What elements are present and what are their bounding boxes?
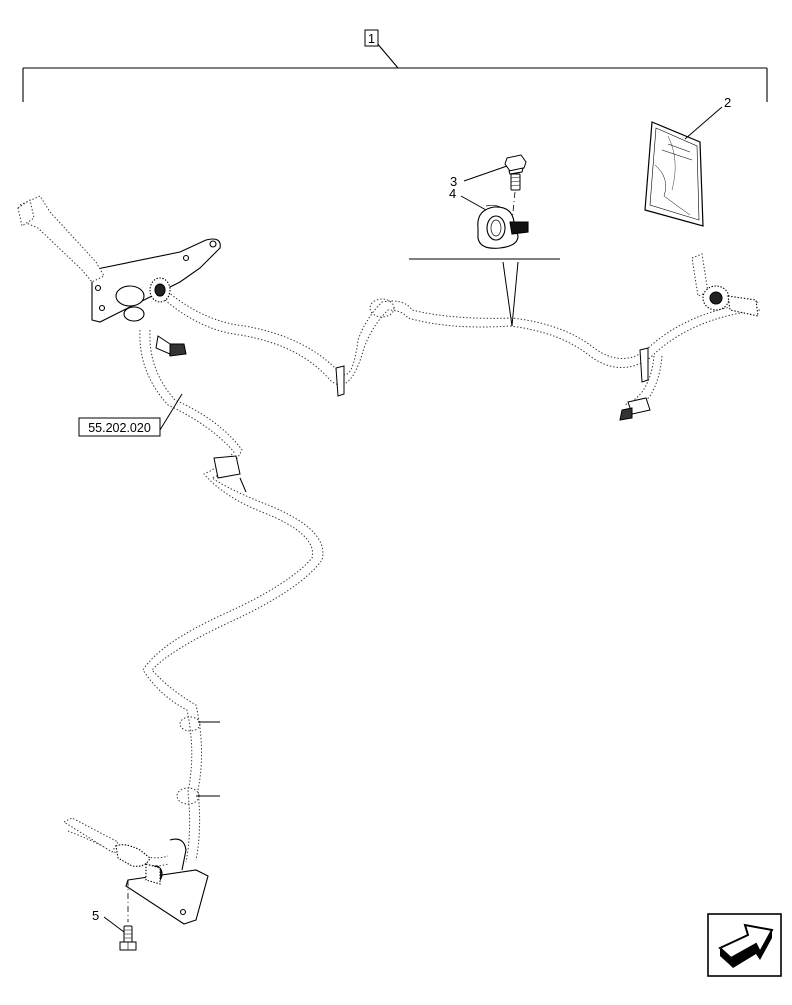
- callout-1: 1: [368, 31, 375, 46]
- assembly-bracket: [22, 41, 768, 102]
- left-sensor-plug: [155, 335, 187, 357]
- harness-tie-clips: [196, 347, 649, 797]
- right-elbow-connector: [691, 253, 709, 297]
- callout-4: 4: [449, 186, 456, 201]
- operator-manual-icon: [644, 121, 704, 227]
- wiring-harness: [65, 291, 761, 867]
- pointer-leader: [409, 258, 560, 327]
- reference-label: 55.202.020: [88, 421, 151, 435]
- left-pipe-connector: [17, 195, 105, 283]
- callout-2: 2: [724, 95, 731, 110]
- bolt-bottom-icon: [119, 925, 137, 951]
- left-round-connector: [115, 277, 171, 322]
- callout-5: 5: [92, 908, 99, 923]
- lower-pipe-connector: [62, 817, 119, 853]
- callout-box-1: [364, 29, 379, 47]
- lower-mount-bracket: [125, 838, 209, 925]
- reference-box: [78, 417, 161, 437]
- next-page-arrow-icon[interactable]: [707, 913, 782, 977]
- callout-3: 3: [450, 174, 457, 189]
- right-round-connector: [702, 285, 759, 317]
- cable-clip-icon: [477, 204, 529, 249]
- right-sensor-plug: [619, 397, 651, 421]
- lower-round-connector: [115, 844, 163, 885]
- bolt-top-icon: [504, 154, 527, 191]
